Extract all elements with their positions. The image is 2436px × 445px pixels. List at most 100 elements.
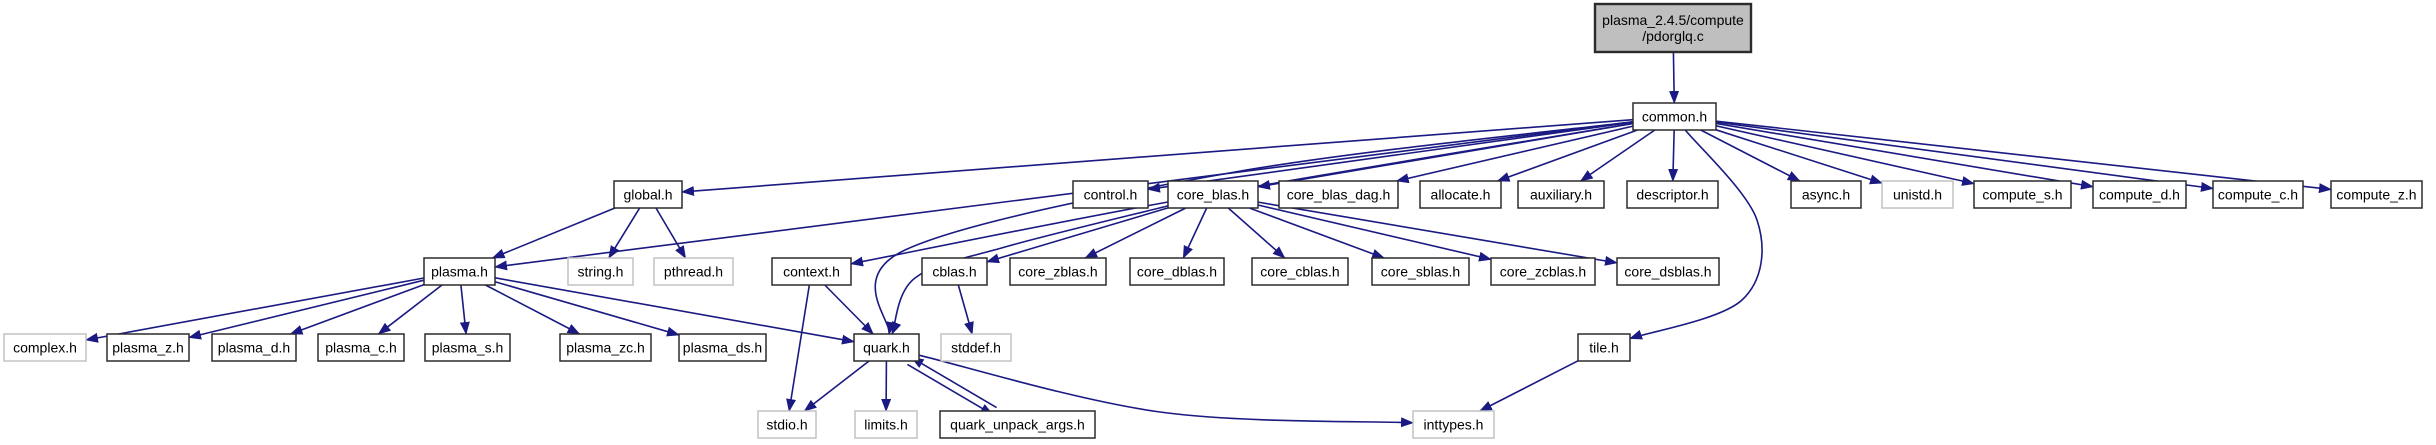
edge-common-async [1700,129,1801,182]
node-cblas-label: cblas.h [932,264,976,280]
node-quark_unpack-label: quark_unpack_args.h [950,417,1085,433]
edge-plasma-quark [494,277,855,345]
node-core_blas_dag[interactable]: core_blas_dag.h [1278,180,1399,209]
node-allocate[interactable]: allocate.h [1419,180,1502,209]
node-control[interactable]: control.h [1072,180,1149,209]
node-unistd: unistd.h [1881,180,1954,209]
node-plasma_d-label: plasma_d.h [218,340,290,356]
node-descriptor-label: descriptor.h [1636,187,1708,203]
node-plasma_s[interactable]: plasma_s.h [424,333,511,362]
edge-common-quark [874,120,1634,335]
node-core_zcblas[interactable]: core_zcblas.h [1490,257,1596,286]
node-auxiliary[interactable]: auxiliary.h [1517,180,1605,209]
edge-common-unistd [1715,129,1883,185]
edge-plasma-complex [85,277,425,343]
edge-common-plasma [494,121,1634,271]
node-compute_s[interactable]: compute_s.h [1973,180,2072,209]
node-allocate-label: allocate.h [1431,187,1491,203]
edge-core_blas-core_zblas [1084,207,1187,259]
node-core_zcblas-label: core_zcblas.h [1500,264,1586,280]
node-tile-label: tile.h [1589,340,1619,356]
node-common[interactable]: common.h [1632,102,1717,131]
node-plasma_z[interactable]: plasma_z.h [106,333,190,362]
node-core_cblas[interactable]: core_cblas.h [1251,257,1349,286]
node-plasma_c[interactable]: plasma_c.h [317,333,405,362]
node-descriptor[interactable]: descriptor.h [1626,180,1719,209]
node-main: plasma_2.4.5/compute/pdorglq.c [1593,2,1753,54]
node-context-label: context.h [783,264,840,280]
node-cblas[interactable]: cblas.h [921,257,988,286]
node-compute_d-label: compute_d.h [2099,187,2180,203]
edge-core_blas-core_cblas [1227,207,1286,259]
edge-global-pthread [655,207,687,259]
node-auxiliary-label: auxiliary.h [1530,187,1592,203]
node-plasma_zc-label: plasma_zc.h [566,340,645,356]
node-core_sblas[interactable]: core_sblas.h [1371,257,1470,286]
edge-plasma-plasma_z [188,279,425,340]
node-plasma[interactable]: plasma.h [423,257,496,286]
node-plasma_d[interactable]: plasma_d.h [211,333,297,362]
edge-quark-inttypes [918,354,1414,428]
edge-core_blas-core_sblas [1249,207,1386,259]
node-common-label: common.h [1642,109,1707,125]
node-limits: limits.h [854,410,918,439]
edge-global-plasma [491,207,616,259]
edge-common-core_blas [1257,122,1634,190]
node-plasma-label: plasma.h [431,264,488,280]
node-plasma_s-label: plasma_s.h [432,340,504,356]
edge-common-compute_s [1715,125,1975,186]
edge-core_blas-core_dblas [1182,207,1208,259]
node-core_cblas-label: core_cblas.h [1260,264,1339,280]
edge-quark-stdio [803,360,870,412]
node-compute_c[interactable]: compute_c.h [2212,180,2304,209]
node-plasma_ds[interactable]: plasma_ds.h [678,333,767,362]
node-core_blas[interactable]: core_blas.h [1167,180,1259,209]
node-plasma_z-label: plasma_z.h [112,340,184,356]
node-core_dblas-label: core_dblas.h [1137,264,1217,280]
edge-common-compute_c [1715,121,2214,192]
edge-plasma-plasma_s [459,284,470,335]
node-compute_c-label: compute_c.h [2218,187,2298,203]
edge-common-descriptor [1668,129,1679,182]
edge-common-compute_d [1715,122,2094,190]
node-core_dsblas[interactable]: core_dsblas.h [1616,257,1720,286]
node-core_zblas[interactable]: core_zblas.h [1009,257,1107,286]
node-stdio: stdio.h [757,410,817,439]
node-control-label: control.h [1084,187,1138,203]
node-plasma_zc[interactable]: plasma_zc.h [559,333,652,362]
node-context[interactable]: context.h [771,257,852,286]
node-compute_z[interactable]: compute_z.h [2330,180,2423,209]
node-quark_unpack[interactable]: quark_unpack_args.h [939,410,1096,439]
node-string: string.h [567,257,634,286]
edge-common-allocate [1496,129,1638,182]
node-compute_d[interactable]: compute_d.h [2092,180,2187,209]
node-stddef: stddef.h [940,333,1012,362]
node-tile[interactable]: tile.h [1577,333,1631,362]
edge-common-control [1147,121,1634,193]
edge-tile-inttypes [1478,360,1579,412]
node-core_zblas-label: core_zblas.h [1018,264,1097,280]
node-pthread-label: pthread.h [664,264,723,280]
node-global[interactable]: global.h [613,180,683,209]
node-async[interactable]: async.h [1790,180,1862,209]
edge-common-core_blas_dag [1395,125,1634,184]
node-pthread: pthread.h [653,257,734,286]
edge-core_blas-cblas [986,207,1169,264]
node-core_dblas[interactable]: core_dblas.h [1129,257,1225,286]
edge-common-auxiliary [1579,129,1656,182]
edge-quark-quark_unpack [907,363,994,416]
node-async-label: async.h [1802,187,1850,203]
node-quark[interactable]: quark.h [853,333,920,362]
edge-plasma-plasma_c [377,284,443,335]
node-plasma_c-label: plasma_c.h [325,340,397,356]
edge-plasma-plasma_zc [485,284,581,335]
node-inttypes: inttypes.h [1412,410,1495,439]
edge-context-stdio [786,284,811,412]
node-core_blas_dag-label: core_blas_dag.h [1287,187,1391,203]
node-core_sblas-label: core_sblas.h [1381,264,1460,280]
node-core_blas-label: core_blas.h [1177,187,1249,203]
node-compute_z-label: compute_z.h [2336,187,2416,203]
edge-quark_unpack-quark [910,356,997,409]
